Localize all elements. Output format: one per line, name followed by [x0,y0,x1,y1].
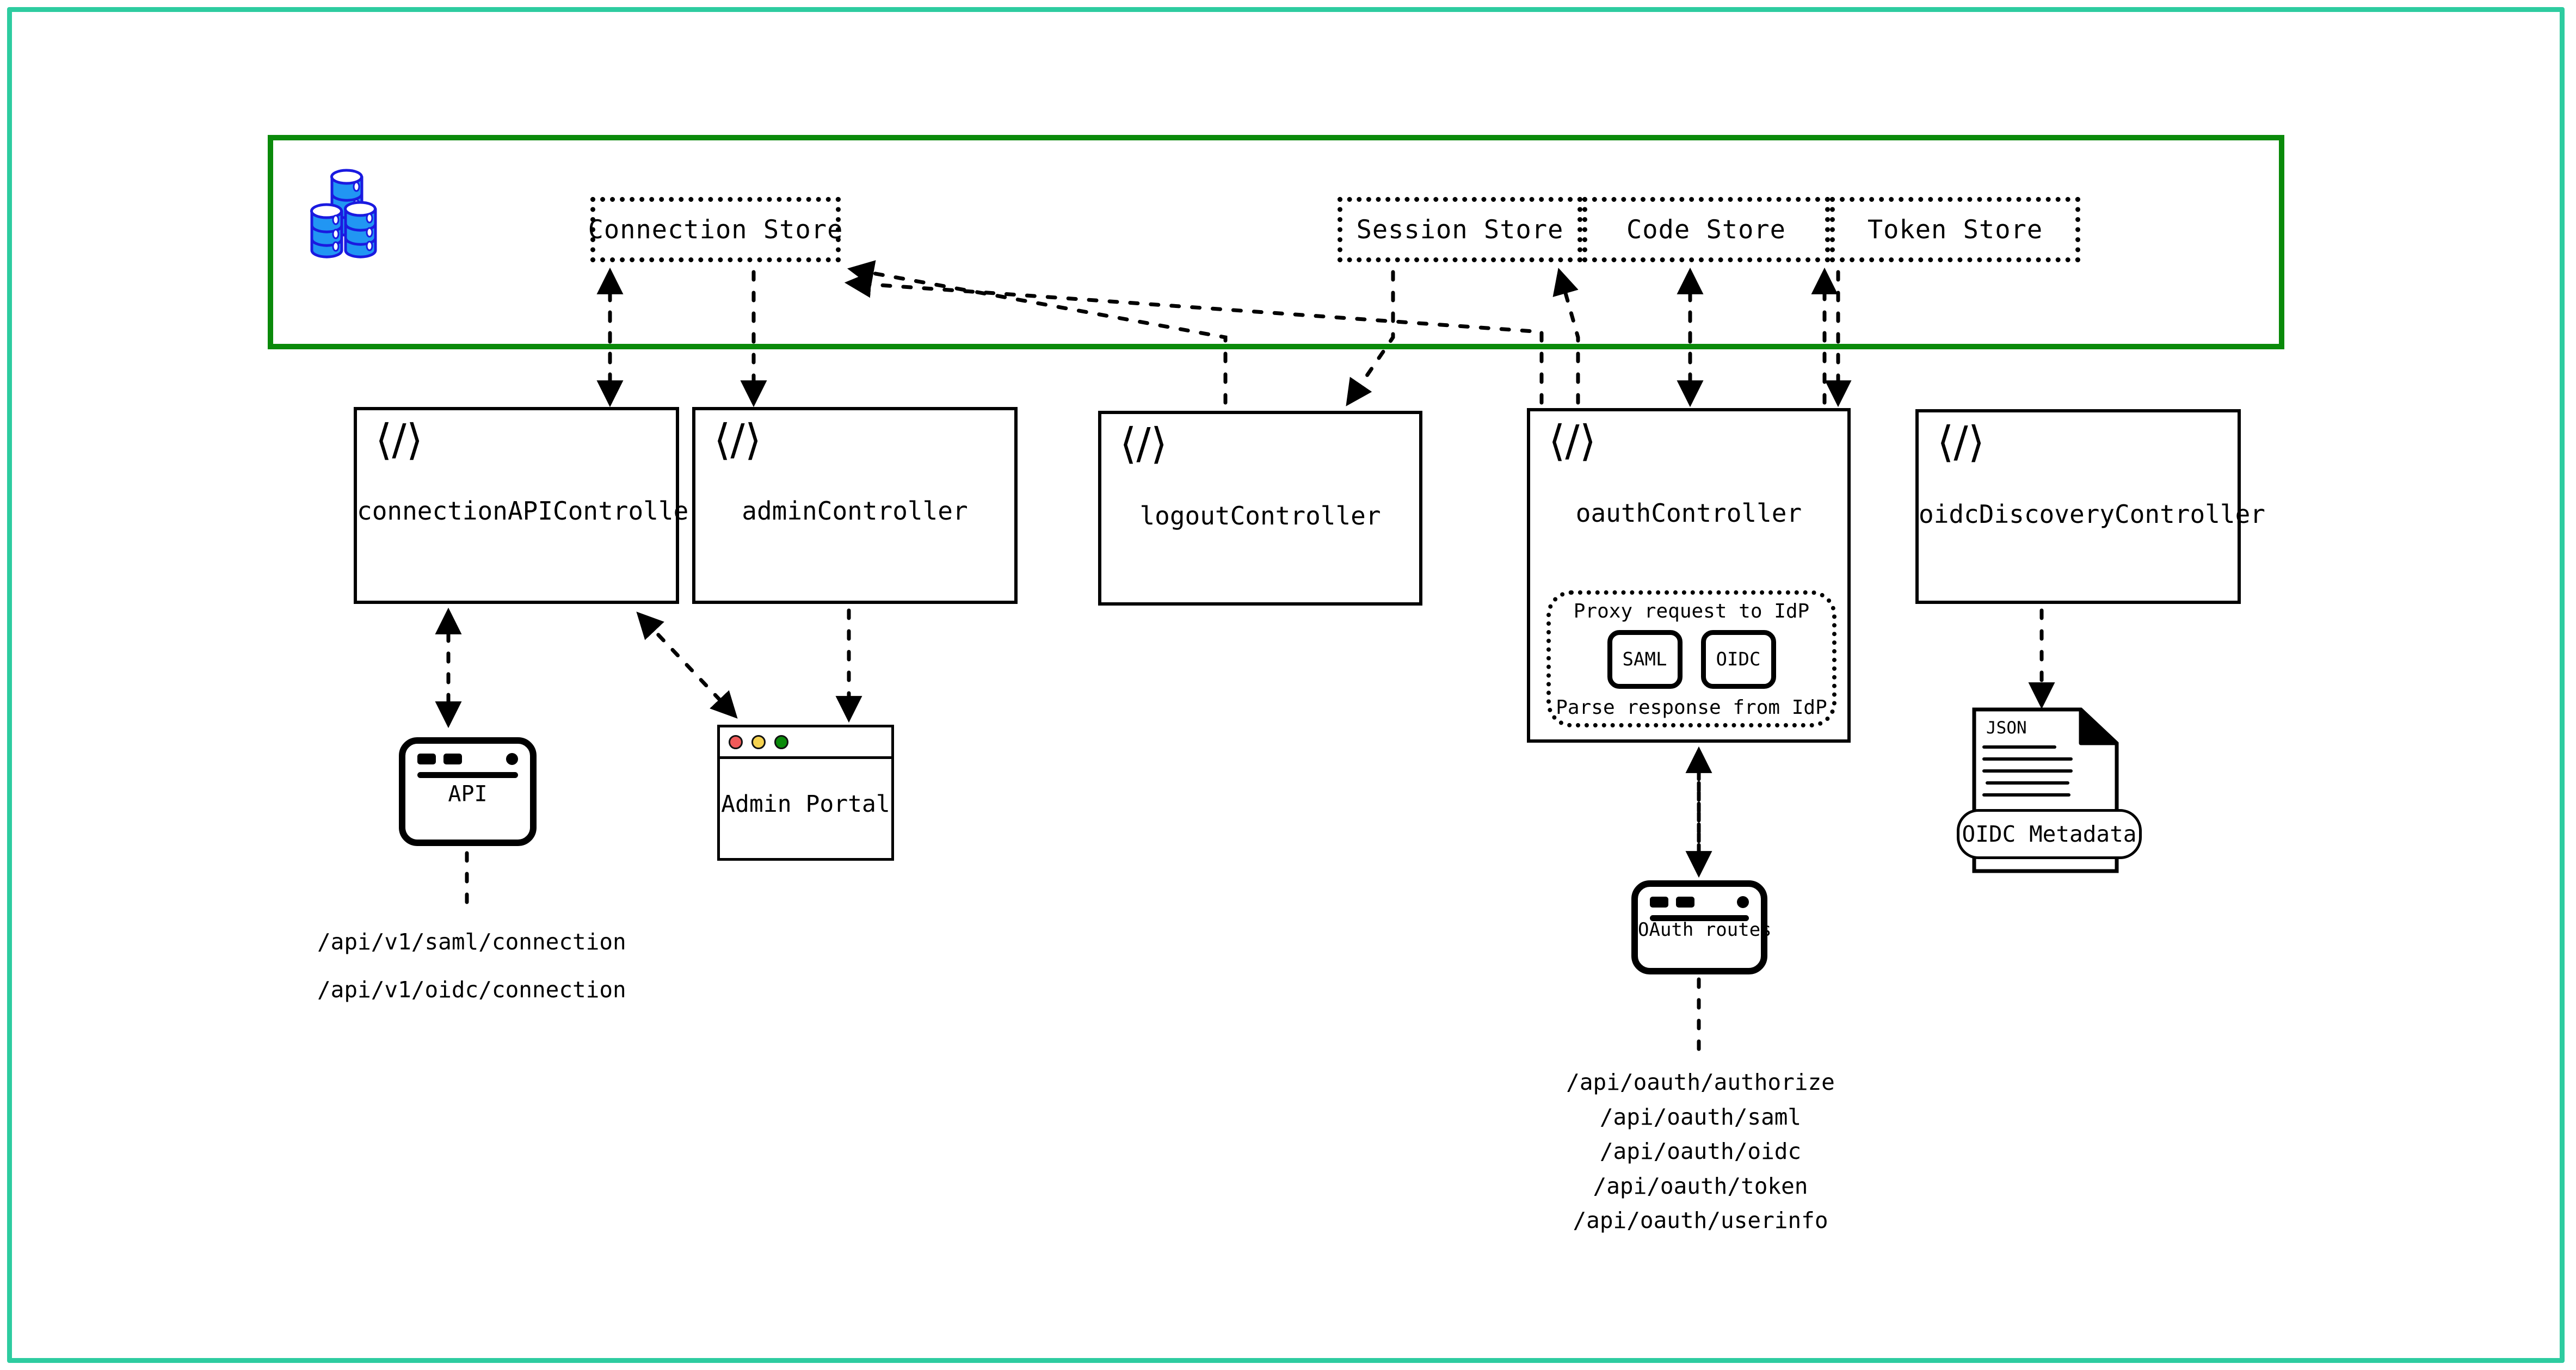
idp-protocol-pills: SAML OIDC [1607,630,1776,689]
idp-proxy-caption-bottom: Parse response from IdP [1556,696,1827,719]
database-stack-icon [310,169,377,258]
traffic-light-green-icon[interactable] [774,735,788,749]
device-divider [1650,915,1749,921]
json-doc-label: JSON [1986,718,2027,738]
device-dot [1650,897,1668,908]
oauth-routes-label: OAuth routes [1638,918,1772,941]
store-box-token-store[interactable]: Token Store [1830,197,2080,262]
api-device-label: API [448,781,488,807]
controller-oidc-discovery[interactable]: ⟨/⟩ oidcDiscoveryController [1915,409,2265,604]
controller-label: oauthController [1575,498,1802,528]
connection-api-endpoints: /api/v1/saml/connection /api/v1/oidc/con… [317,925,626,1007]
endpoint-line: /api/v1/saml/connection [317,929,626,955]
controller-connection-api[interactable]: ⟨/⟩ connectionAPIController [354,407,704,604]
endpoint-line: /api/oauth/userinfo [1573,1207,1828,1234]
controller-label: logoutController [1139,501,1381,530]
admin-portal-titlebar [720,727,891,759]
device-dot [417,754,436,764]
idp-proxy-group: Proxy request to IdP SAML OIDC Parse res… [1546,590,1837,727]
code-icon: ⟨/⟩ [1549,417,1597,466]
oidc-metadata-badge[interactable]: OIDC Metadata [1957,809,2142,859]
device-titlebar-dots [417,753,518,765]
controller-label: oidcDiscoveryController [1919,499,2265,529]
controller-label: adminController [742,496,968,526]
outer-frame [7,7,2565,1363]
endpoint-line: /api/oauth/oidc [1599,1138,1802,1165]
controller-oauth[interactable]: ⟨/⟩ oauthController Proxy request to IdP… [1527,408,1851,743]
oauth-endpoints: /api/oauth/authorize /api/oauth/saml /ap… [1524,1065,1877,1238]
controller-admin[interactable]: ⟨/⟩ adminController [692,407,1018,604]
endpoint-line: /api/oauth/authorize [1566,1069,1835,1095]
device-dot [1676,897,1694,908]
endpoint-line: /api/v1/oidc/connection [317,976,626,1003]
pill-oidc[interactable]: OIDC [1700,630,1776,689]
oauth-routes-device[interactable]: OAuth routes [1631,880,1772,974]
endpoint-line: /api/oauth/saml [1599,1103,1802,1130]
endpoint-line: /api/oauth/token [1593,1172,1808,1199]
pill-saml[interactable]: SAML [1607,630,1683,689]
pill-label: OIDC [1716,649,1761,670]
admin-portal-label: Admin Portal [721,791,890,818]
store-label: Code Store [1626,214,1786,245]
controller-label: connectionAPIController [357,496,704,526]
device-dot [443,754,462,764]
store-box-connection-store[interactable]: Connection Store [588,197,843,262]
store-label: Connection Store [588,214,843,245]
traffic-light-yellow-icon[interactable] [751,735,766,749]
controller-logout[interactable]: ⟨/⟩ logoutController [1098,411,1422,606]
device-divider [417,772,518,778]
oidc-metadata-label: OIDC Metadata [1962,821,2137,847]
store-label: Token Store [1867,214,2043,245]
api-device[interactable]: API [399,737,537,846]
code-icon: ⟨/⟩ [714,416,762,465]
pill-label: SAML [1622,649,1667,670]
code-icon: ⟨/⟩ [1937,418,1985,467]
code-icon: ⟨/⟩ [1120,419,1168,468]
traffic-light-red-icon[interactable] [729,735,743,749]
idp-proxy-caption-top: Proxy request to IdP [1573,600,1810,622]
admin-portal-window[interactable]: Admin Portal [717,725,894,861]
store-box-session-store[interactable]: Session Store [1338,197,1582,262]
device-titlebar-dots [1650,896,1749,908]
device-dot [1737,896,1749,908]
code-icon: ⟨/⟩ [375,416,423,465]
store-box-code-store[interactable]: Code Store [1582,197,1830,262]
device-dot [506,753,518,765]
store-label: Session Store [1356,214,1564,245]
